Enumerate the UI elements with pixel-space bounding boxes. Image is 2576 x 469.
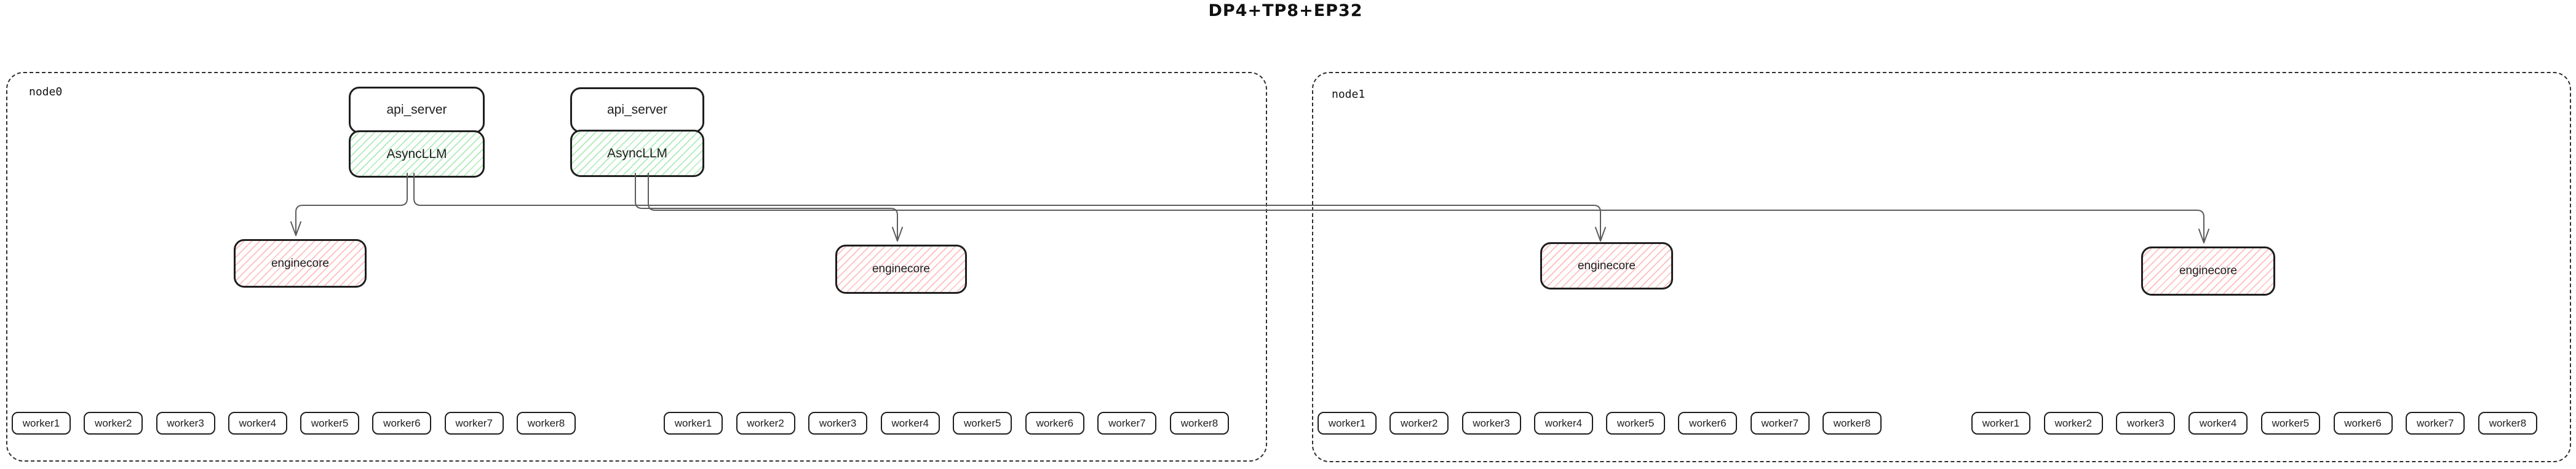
api-server-box-2: api_server [570,87,704,133]
worker-box: worker7 [2406,412,2465,435]
worker-box: worker1 [1318,412,1377,435]
node0-group: node0 api_server AsyncLLM api_server Asy… [6,72,1267,462]
worker-box: worker5 [2260,412,2320,435]
worker-row-node0-2: worker1 worker2 worker3 worker4 worker5 … [664,412,1229,435]
worker-box: worker5 [300,412,360,435]
worker-box: worker4 [880,412,940,435]
worker-box: worker4 [228,412,287,435]
worker-box: worker6 [2333,412,2393,435]
node0-label: node0 [29,85,63,98]
enginecore-box-node0-2: enginecore [835,245,967,294]
worker-box: worker3 [808,412,868,435]
worker-box: worker8 [2478,412,2537,435]
asyncllm-box-1: AsyncLLM [349,130,485,178]
worker-box: worker5 [953,412,1012,435]
worker-box: worker7 [1097,412,1157,435]
worker-box: worker6 [1678,412,1738,435]
diagram-title: DP4+TP8+EP32 [1208,1,1363,20]
worker-box: worker2 [736,412,795,435]
enginecore-box-node0-1: enginecore [234,239,367,288]
worker-box: worker1 [12,412,71,435]
api-server-box-1: api_server [349,87,485,133]
node1-label: node1 [1332,88,1366,101]
worker-box: worker4 [2188,412,2248,435]
worker-box: worker6 [372,412,432,435]
worker-row-node1-2: worker1 worker2 worker3 worker4 worker5 … [1971,412,2537,435]
worker-box: worker1 [664,412,723,435]
worker-box: worker4 [1533,412,1593,435]
worker-box: worker1 [1971,412,2030,435]
worker-box: worker7 [444,412,504,435]
worker-box: worker8 [1169,412,1229,435]
worker-box: worker5 [1606,412,1666,435]
worker-box: worker2 [84,412,143,435]
worker-box: worker7 [1750,412,1810,435]
worker-box: worker2 [2043,412,2103,435]
worker-box: worker8 [516,412,576,435]
enginecore-box-node1-1: enginecore [1540,242,1673,290]
worker-box: worker2 [1389,412,1449,435]
worker-row-node1-1: worker1 worker2 worker3 worker4 worker5 … [1318,412,1882,435]
node1-group: node1 enginecore enginecore worker1 work… [1312,72,2571,462]
worker-box: worker3 [1461,412,1521,435]
worker-box: worker3 [2116,412,2176,435]
worker-box: worker8 [1822,412,1882,435]
worker-box: worker3 [156,412,215,435]
enginecore-box-node1-2: enginecore [2141,246,2275,296]
worker-box: worker6 [1025,412,1084,435]
asyncllm-box-2: AsyncLLM [570,130,704,177]
worker-row-node0-1: worker1 worker2 worker3 worker4 worker5 … [12,412,576,435]
